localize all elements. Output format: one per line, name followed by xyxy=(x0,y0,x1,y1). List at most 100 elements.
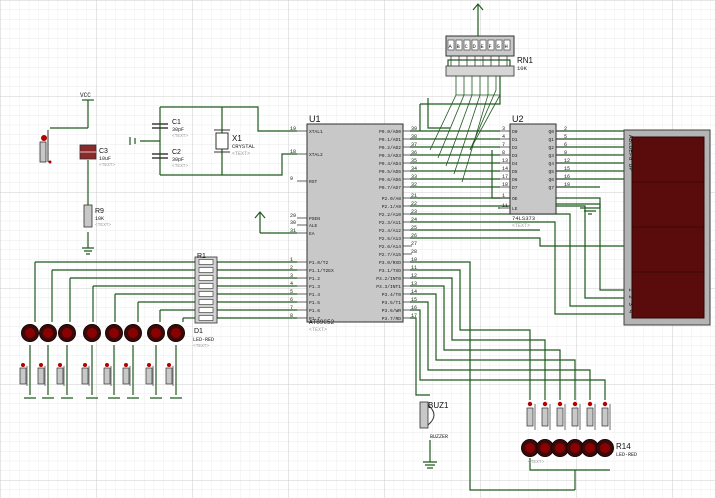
push-button-cap xyxy=(124,363,128,367)
mcu-pin-name: P2.1/A9 xyxy=(382,204,402,210)
latch-part: 74LS373 xyxy=(512,215,535,222)
mcu-pin-name: P0.0/AD0 xyxy=(379,129,401,135)
reset-button[interactable] xyxy=(39,130,52,164)
mcu-pin-name: P3.2/INT0 xyxy=(376,276,401,282)
latch-pin-number: 19 xyxy=(564,182,570,188)
push-button[interactable] xyxy=(145,367,153,385)
latch-pin-number: 1 xyxy=(502,193,505,199)
crystal-x1[interactable]: X1 CRYSTAL <TEXT> xyxy=(214,129,255,157)
key-switch[interactable] xyxy=(586,407,594,427)
crystal-ref: X1 xyxy=(232,134,242,143)
bank-resistor xyxy=(198,299,214,305)
mcu-pin-number: 25 xyxy=(411,225,417,231)
key-switch[interactable] xyxy=(601,407,609,427)
latch-pin-name: D1 xyxy=(512,137,518,143)
latch-pin-number: 15 xyxy=(564,166,570,172)
mcu-part: AT89C52 xyxy=(309,319,335,326)
mcu-pin-number: 19 xyxy=(290,126,296,132)
mcu-u1[interactable]: U1 AT89C52 <TEXT> 19XTAL118XTAL29RST29PS… xyxy=(290,114,417,333)
rnet-element xyxy=(455,39,463,51)
latch-text: <TEXT> xyxy=(512,223,530,229)
buzzer-bz1[interactable]: BUZ1 BUZZER xyxy=(419,401,449,440)
bank-resistor-rows xyxy=(198,259,214,321)
mcu-pin-number: 6 xyxy=(290,297,293,303)
latch-pin-number: 13 xyxy=(502,158,508,164)
mcu-pin-name: P0.2/AD2 xyxy=(379,145,401,151)
resistor-r9[interactable]: R9 10K <TEXT> xyxy=(83,204,112,228)
push-button[interactable] xyxy=(56,367,64,385)
key-switch[interactable] xyxy=(571,407,579,427)
mcu-ref: U1 xyxy=(309,114,321,124)
push-button[interactable] xyxy=(103,367,111,385)
mcu-pin-name: P0.5/AD5 xyxy=(379,169,401,175)
push-button-cap xyxy=(167,363,171,367)
push-button[interactable] xyxy=(81,367,89,385)
mcu-pin-name: P3.5/T1 xyxy=(382,300,402,306)
led-lens xyxy=(109,328,119,338)
push-button-cap xyxy=(83,363,87,367)
push-button[interactable] xyxy=(165,367,173,385)
display-common-label: 1 2 3 4 xyxy=(627,288,634,314)
capacitor-c3[interactable]: C3 10uF <TEXT> xyxy=(79,144,116,168)
mcu-pin-name: P2.3/A11 xyxy=(379,220,401,226)
rnet-pin-label: G xyxy=(497,43,500,50)
buzzer-ref: BUZ1 xyxy=(428,401,449,410)
capacitor-c2[interactable]: C2 30pF <TEXT> xyxy=(152,149,189,169)
mcu-pin-name: P2.4/A12 xyxy=(379,228,401,234)
push-button-cap xyxy=(58,363,62,367)
latch-pin-number: 12 xyxy=(564,158,570,164)
latch-u2[interactable]: U2 74LS373 <TEXT> 3D04D17D28D313D414D517… xyxy=(500,114,570,229)
mcu-right-pins: 39P0.0/AD038P0.1/AD137P0.2/AD236P0.3/AD3… xyxy=(376,126,417,322)
rnet-element xyxy=(463,39,471,51)
mcu-pin-name: P1.5 xyxy=(309,300,320,306)
display-segment-label: ABCDEFG DP xyxy=(627,135,634,171)
mcu-pin-number: 29 xyxy=(290,213,296,219)
push-button-cap xyxy=(21,363,25,367)
latch-pin-number: 5 xyxy=(564,134,567,140)
latch-pin-number: 18 xyxy=(502,182,508,188)
latch-pin-name: D0 xyxy=(512,129,518,135)
c1-part: 30pF xyxy=(172,127,184,133)
mcu-pin-number: 4 xyxy=(290,281,293,287)
bank-resistor xyxy=(198,283,214,289)
capacitor-c1[interactable]: C1 30pF <TEXT> xyxy=(152,119,189,139)
led-resistor-bank[interactable]: R1 D1 xyxy=(194,253,218,335)
mcu-pin-number: 11 xyxy=(411,265,417,271)
mcu-pin-name: P3.4/T0 xyxy=(382,292,402,298)
latch-pin-name: D7 xyxy=(512,185,518,191)
mcu-pin-name: P0.7/AD7 xyxy=(379,185,401,191)
bank-resistor xyxy=(198,275,214,281)
mcu-pin-number: 21 xyxy=(411,193,417,199)
latch-pin-number: 8 xyxy=(502,150,505,156)
mcu-pin-name: P2.2/A10 xyxy=(379,212,401,218)
push-button[interactable] xyxy=(19,367,27,385)
r9-part: 10K xyxy=(95,216,104,222)
reset-button-body xyxy=(39,141,47,163)
mcu-pin-name: XTAL1 xyxy=(309,129,323,135)
rnet-pin-label: F xyxy=(489,43,492,50)
mcu-pin-number: 9 xyxy=(290,176,293,182)
key-cap xyxy=(542,401,548,407)
latch-pin-name: Q0 xyxy=(548,129,554,135)
c2-part: 30pF xyxy=(172,157,184,163)
key-led-bank[interactable] xyxy=(521,401,614,457)
key-switch[interactable] xyxy=(526,407,534,427)
key-bank-text: <TEXT> xyxy=(528,459,545,465)
mcu-pin-name: ALE xyxy=(309,223,318,229)
mcu-pin-number: 13 xyxy=(411,281,417,287)
mcu-pin-number: 36 xyxy=(411,150,417,156)
key-switch[interactable] xyxy=(556,407,564,427)
mcu-pin-number: 3 xyxy=(290,273,293,279)
push-button[interactable] xyxy=(122,367,130,385)
mcu-pin-name: P1.7 xyxy=(309,316,320,322)
bank-resistor xyxy=(198,291,214,297)
push-button[interactable] xyxy=(37,367,45,385)
seven-segment-display[interactable]: ABCDEFG DP 1 2 3 4 xyxy=(623,129,711,326)
latch-pin-number: 9 xyxy=(564,150,567,156)
key-switch[interactable] xyxy=(541,407,549,427)
r9-body xyxy=(83,204,93,228)
